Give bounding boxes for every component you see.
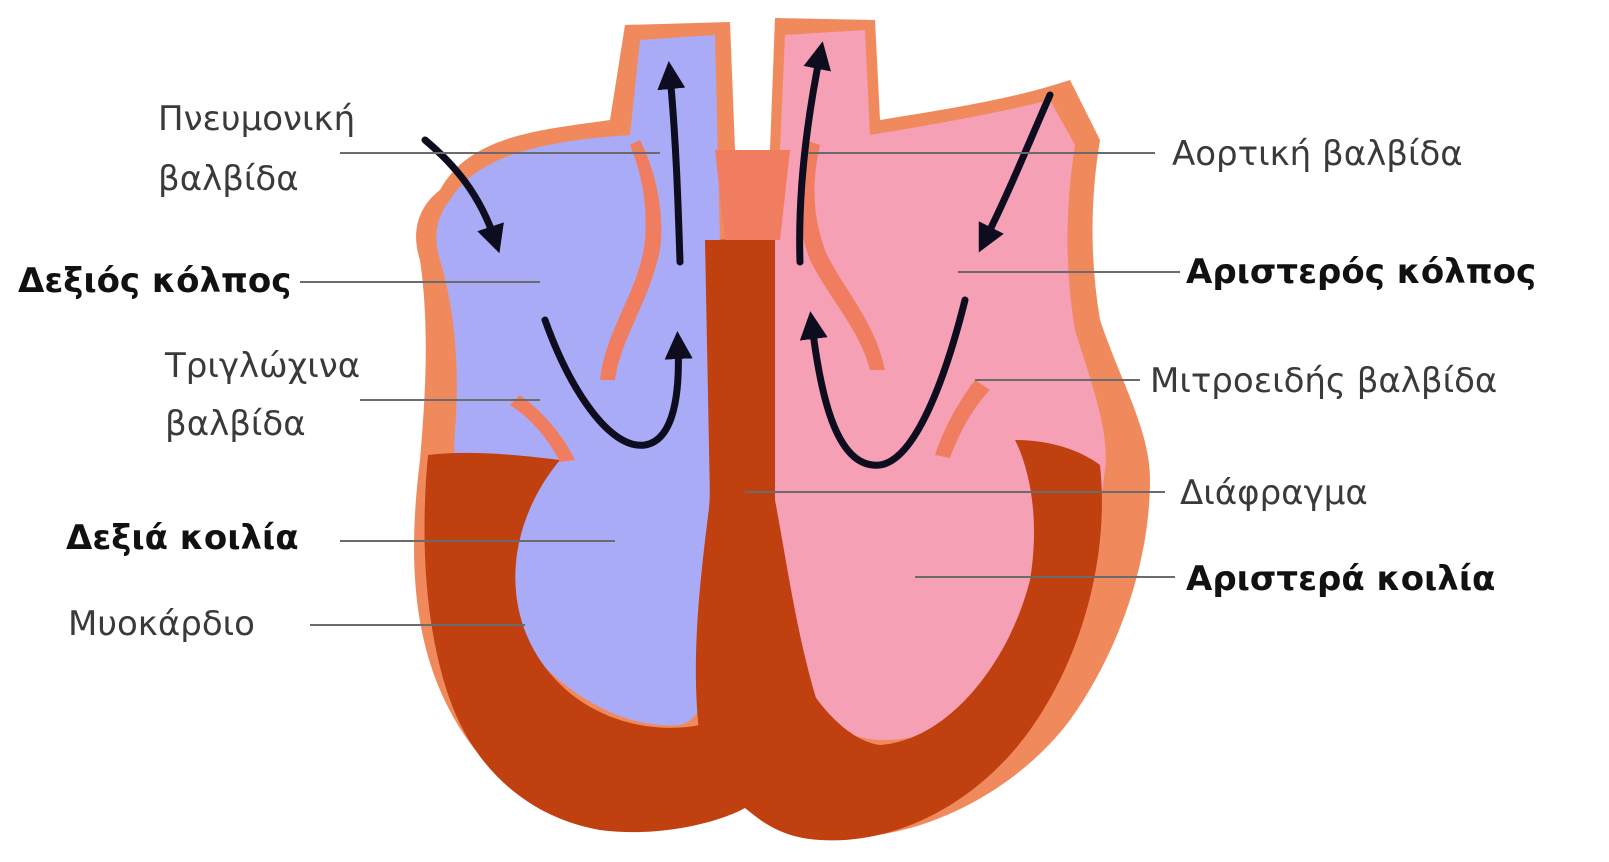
- label-myocardium: Μυοκάρδιο: [68, 604, 255, 644]
- label-left-atrium: Αριστερός κόλπος: [1186, 252, 1536, 292]
- label-tricuspid-valve-line2: βαλβίδα: [165, 404, 306, 444]
- label-pulmonary-valve-line1: Πνευμονική: [158, 99, 355, 139]
- label-tricuspid-valve-line1: Τριγλώχινα: [164, 346, 360, 386]
- label-right-atrium: Δεξιός κόλπος: [18, 261, 291, 301]
- label-pulmonary-valve-line2: βαλβίδα: [158, 159, 299, 199]
- label-septum: Διάφραγμα: [1180, 473, 1368, 513]
- label-right-ventricle: Δεξιά κοιλία: [66, 518, 299, 558]
- label-mitral-valve: Μιτροειδής βαλβίδα: [1150, 361, 1497, 401]
- label-aortic-valve: Αορτική βαλβίδα: [1172, 134, 1463, 174]
- label-left-ventricle: Αριστερά κοιλία: [1186, 559, 1495, 599]
- vessel-junction: [715, 150, 790, 240]
